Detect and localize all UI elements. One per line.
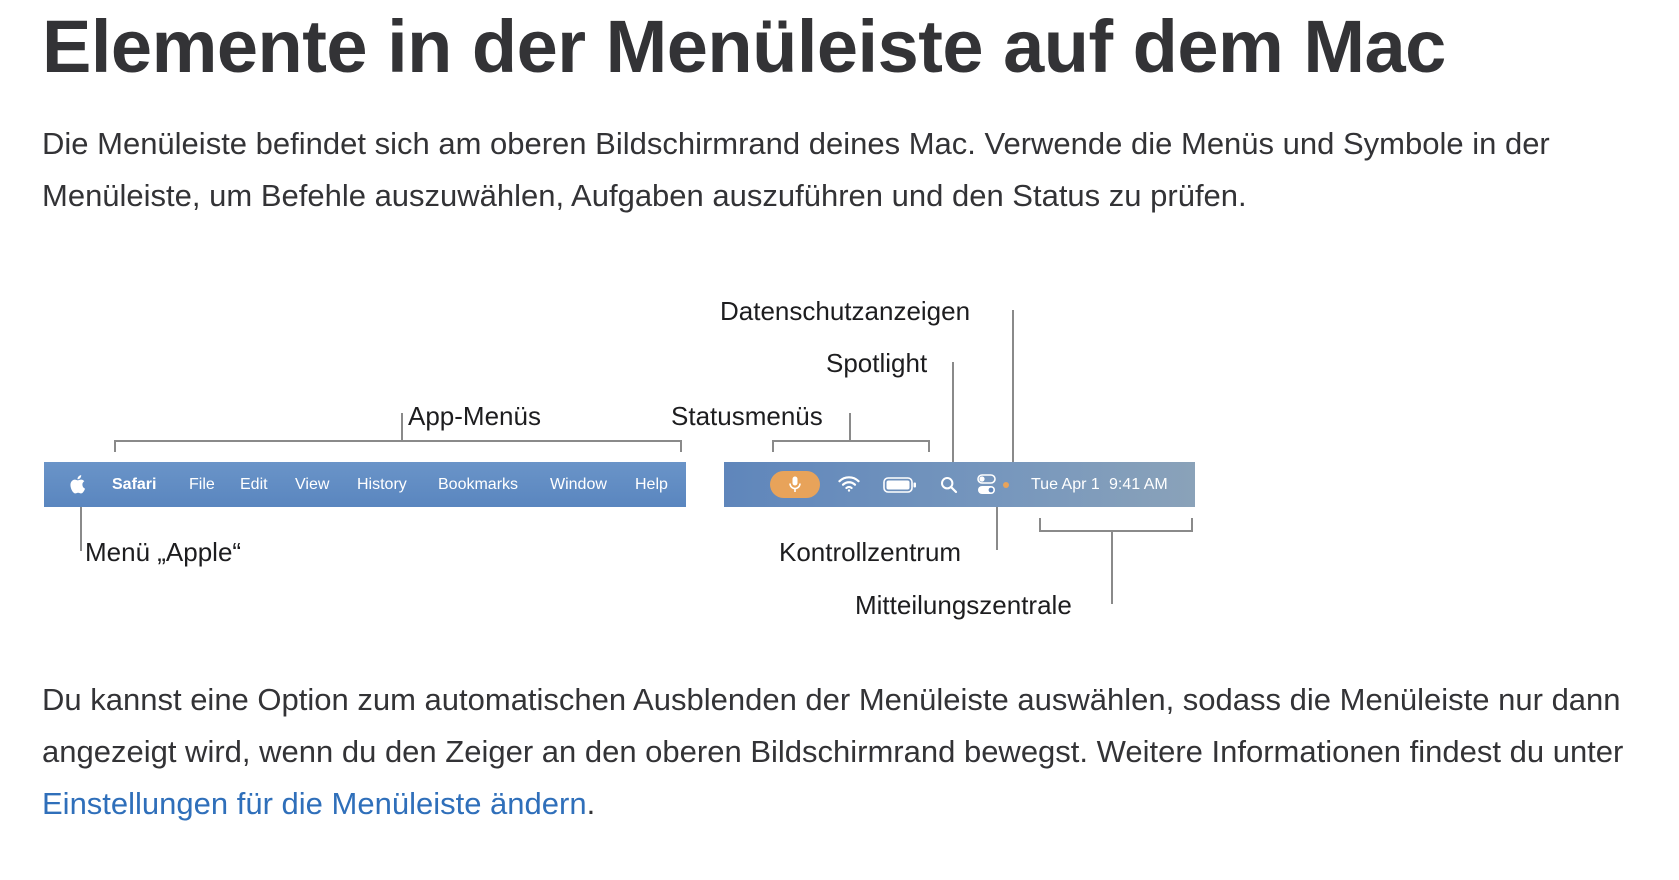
- leader-spotlight: [952, 362, 954, 466]
- callout-status-menus: Statusmenüs: [671, 401, 823, 431]
- apple-logo-icon[interactable]: [70, 474, 87, 494]
- menubar-time[interactable]: 9:41 AM: [1109, 476, 1168, 493]
- callout-spotlight: Spotlight: [826, 348, 928, 378]
- bracket-status-menus-right: [928, 440, 930, 452]
- bracket-app-menus-right: [680, 440, 682, 452]
- menubar-diagram: Datenschutzanzeigen Spotlight App-Menüs …: [0, 280, 1220, 620]
- callout-app-menus: App-Menüs: [408, 401, 541, 431]
- bracket-app-menus: [114, 440, 682, 442]
- leader-app-menus: [401, 413, 403, 441]
- menu-window[interactable]: Window: [550, 476, 607, 493]
- leader-notification-center: [1111, 530, 1113, 604]
- bracket-status-menus-left: [772, 440, 774, 452]
- outro-end: .: [586, 786, 596, 821]
- bracket-notification-right: [1191, 518, 1193, 532]
- outro-paragraph: Du kannst eine Option zum automatischen …: [42, 674, 1652, 830]
- spotlight-search-icon[interactable]: [940, 476, 958, 494]
- bracket-status-menus: [772, 440, 930, 442]
- page-title: Elemente in der Menüleiste auf dem Mac: [42, 5, 1446, 88]
- leader-privacy: [1012, 310, 1014, 465]
- leader-status-menus: [849, 413, 851, 441]
- intro-paragraph: Die Menüleiste befindet sich am oberen B…: [42, 126, 1550, 213]
- privacy-indicator-dot: [1003, 482, 1009, 488]
- menu-help[interactable]: Help: [635, 476, 668, 493]
- microphone-icon: [789, 476, 801, 492]
- menu-file[interactable]: File: [189, 476, 215, 493]
- menubar-date[interactable]: Tue Apr 1: [1031, 476, 1100, 493]
- control-center-icon[interactable]: [977, 474, 997, 496]
- callout-control-center: Kontrollzentrum: [779, 537, 962, 567]
- leader-control-center: [996, 500, 998, 550]
- wifi-icon[interactable]: [838, 475, 860, 492]
- callout-apple-menu: Menü „Apple“: [85, 537, 242, 567]
- menu-view[interactable]: View: [295, 476, 330, 493]
- menu-safari[interactable]: Safari: [112, 476, 157, 493]
- callout-privacy-indicators: Datenschutzanzeigen: [720, 296, 971, 326]
- bracket-notification-left: [1039, 518, 1041, 532]
- menu-edit[interactable]: Edit: [240, 476, 268, 493]
- bracket-app-menus-left: [114, 440, 116, 452]
- leader-apple-menu: [80, 500, 82, 551]
- menubar-left: Safari File Edit View History Bookmarks …: [44, 462, 686, 507]
- microphone-indicator[interactable]: [770, 471, 820, 498]
- callout-notification-center: Mitteilungszentrale: [855, 590, 1072, 620]
- menu-bookmarks[interactable]: Bookmarks: [438, 476, 519, 493]
- menubar-right: Tue Apr 1 9:41 AM: [724, 462, 1195, 507]
- bracket-notification-center: [1039, 530, 1193, 532]
- outro-text: Du kannst eine Option zum automatischen …: [42, 682, 1624, 769]
- menu-history[interactable]: History: [357, 476, 407, 493]
- battery-icon[interactable]: [883, 477, 917, 493]
- menubar-settings-link[interactable]: Einstellungen für die Menüleiste ändern: [42, 786, 587, 821]
